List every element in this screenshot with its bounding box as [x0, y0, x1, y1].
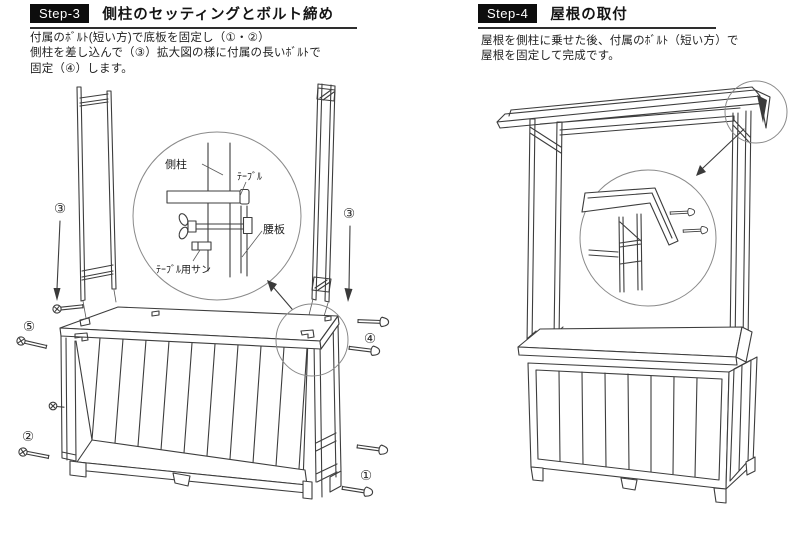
num-2: ② — [22, 429, 34, 445]
bolt-3 — [51, 301, 84, 315]
label-side-pillar: 側柱 — [165, 157, 187, 171]
label-waist-board: 腰板 — [263, 222, 285, 236]
counter-right-edge — [735, 326, 753, 363]
num-3-right: ③ — [343, 206, 355, 222]
step3-line1: 付属のﾎﾞﾙﾄ(短い方)で底板を固定し（①・②） — [30, 32, 270, 44]
cabinet-right-frame — [313, 319, 342, 498]
step3-header: Step-3 側柱のセッティングとボルト締め — [30, 3, 357, 29]
step4-line1: 屋根を側柱に乗せた後、付属のﾎﾞﾙﾄ（短い方）で — [481, 35, 739, 47]
side-pillar-right-drawing — [305, 83, 336, 334]
step3-detail-callout: 側柱 ﾃｰﾌﾞﾙ 腰板 ﾃｰﾌﾞﾙ用サン — [132, 131, 302, 301]
step4-title: 屋根の取付 — [550, 7, 628, 23]
label-table: ﾃｰﾌﾞﾙ — [237, 171, 262, 183]
counter-front-edge — [517, 346, 738, 366]
roof-drawing — [496, 86, 771, 136]
bolt-1a — [356, 441, 389, 456]
cabinet-back-planks — [75, 336, 309, 484]
label-table-rail: ﾃｰﾌﾞﾙ用サン — [156, 264, 211, 276]
step3-numbers: ③ ⑤ ② ③ ④ ① — [22, 201, 376, 484]
callout-circle — [132, 131, 302, 301]
step4-line2: 屋根を固定して完成です。 — [481, 50, 620, 63]
cabinet-top-right-edge — [319, 315, 340, 350]
step4-header: Step-4 屋根の取付 — [478, 3, 716, 29]
cabinet-front-border — [535, 369, 723, 481]
cabinet-drawing — [59, 303, 349, 500]
roof-corner-detail — [581, 187, 679, 293]
insert-arrows — [53, 220, 353, 302]
bolt-4a — [357, 315, 390, 328]
cabinet-top-notches — [74, 310, 332, 342]
cabinet-left-panel — [60, 335, 77, 462]
stand-legs — [530, 456, 756, 504]
num-5: ⑤ — [23, 319, 35, 335]
roof-corner-highlight-circle — [724, 80, 788, 144]
cabinet-front-planks — [558, 370, 698, 478]
callout-leader-lines — [192, 163, 263, 262]
step4-instructions: 屋根を側柱に乗せた後、付属のﾎﾞﾙﾄ（短い方）で 屋根を固定して完成です。 — [481, 34, 739, 65]
callout-pointer-arrow — [696, 128, 745, 176]
num-4: ④ — [364, 331, 376, 347]
bolt-2 — [17, 446, 50, 462]
corner-highlight-circle — [275, 303, 349, 377]
cabinet-legs — [69, 460, 342, 500]
step4-diagram — [496, 80, 788, 504]
step3-diagram: 側柱 ﾃｰﾌﾞﾙ 腰板 ﾃｰﾌﾞﾙ用サン — [15, 83, 390, 500]
step4-badge: Step-4 — [478, 4, 538, 23]
bolt-1b — [341, 482, 374, 498]
step3-badge: Step-3 — [30, 4, 90, 23]
step3-instructions: 付属のﾎﾞﾙﾄ(短い方)で底板を固定し（①・②） 側柱を差し込んで（③）拡大図の… — [30, 31, 321, 77]
side-pillar-left-drawing — [76, 86, 117, 319]
bolt-5 — [15, 335, 48, 352]
step3-line2: 側柱を差し込んで（③）拡大図の様に付属の長いﾎﾞﾙﾄで — [30, 47, 321, 60]
step4-detail-callout — [579, 169, 717, 307]
callout-pointer-arrow — [267, 280, 293, 310]
num-1: ① — [360, 468, 372, 484]
num-3-left: ③ — [54, 201, 66, 217]
step3-line3: 固定（④）します。 — [30, 62, 133, 75]
stand-cabinet-drawing — [517, 326, 758, 504]
step3-title: 側柱のセッティングとボルト締め — [102, 7, 334, 23]
